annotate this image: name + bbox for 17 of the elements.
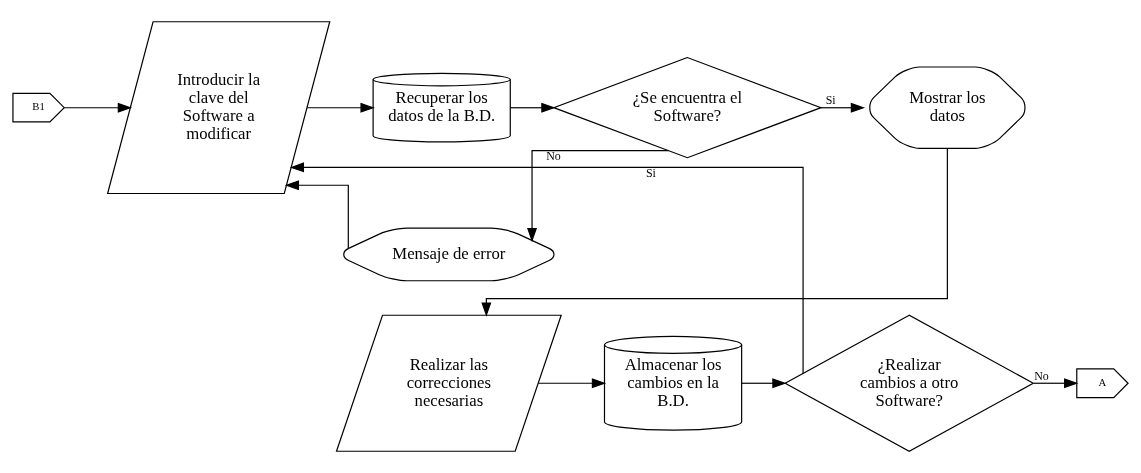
arrow: [284, 180, 349, 249]
node-ellipse: Mostrar los datos: [869, 66, 1026, 149]
edge-label: No: [1034, 368, 1049, 383]
arrow: [63, 102, 133, 113]
arrow: [509, 102, 556, 113]
arrow: [481, 148, 948, 317]
arrow: [306, 102, 375, 113]
arrow: [537, 378, 607, 389]
edge-label: Si: [645, 165, 656, 180]
edge-label: No: [546, 149, 561, 164]
arrow: [741, 378, 787, 389]
arrow: [289, 162, 804, 374]
node-diamond: ¿Realizar cambios a otro Software?: [783, 314, 1035, 452]
arrow: [1033, 378, 1079, 389]
edge-label: Si: [825, 93, 836, 108]
arrow: [820, 102, 866, 113]
arrow: [527, 150, 669, 243]
